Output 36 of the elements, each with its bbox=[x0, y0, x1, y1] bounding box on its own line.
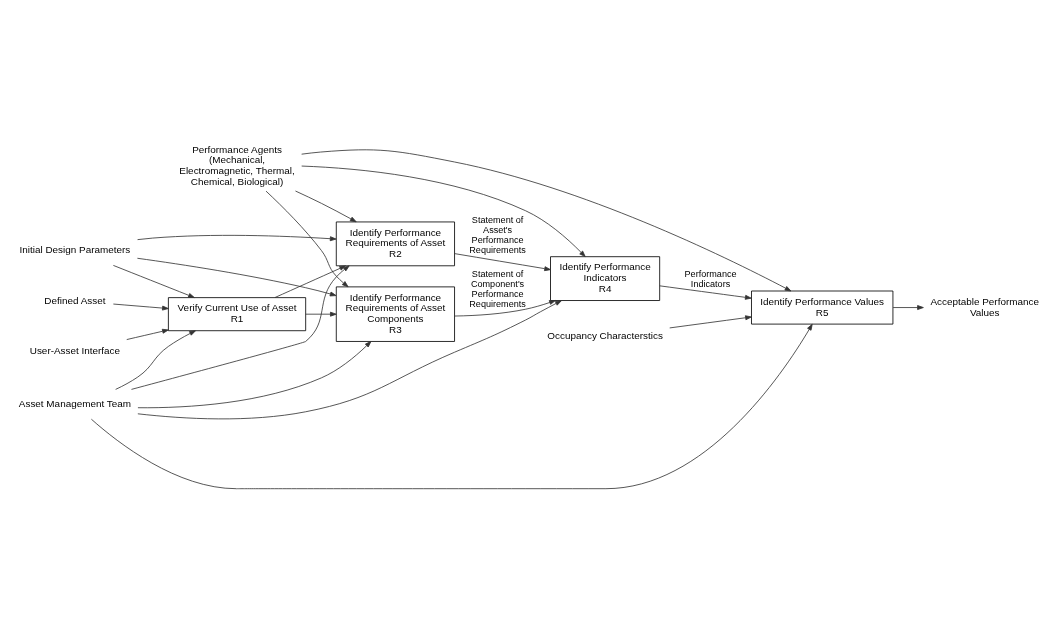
arrow bbox=[131, 265, 350, 390]
arrow bbox=[295, 190, 357, 223]
node-box: Identify Performance Requirements of Asset R2 bbox=[335, 221, 455, 267]
node-text: Performance Agents (Mechanical, Electromagnetic, Thermal, Chemical, Biological) bbox=[179, 143, 295, 187]
arrow bbox=[126, 328, 169, 340]
edge-label: Performance Indicators bbox=[684, 268, 737, 289]
arrow bbox=[454, 300, 556, 317]
arrow bbox=[659, 285, 752, 300]
arrow bbox=[137, 341, 372, 409]
arrow bbox=[274, 265, 346, 298]
edge-label: Statement of Component's Performance Requirements bbox=[469, 268, 526, 309]
arrow bbox=[265, 190, 349, 288]
arrow bbox=[90, 323, 813, 490]
node-text: Initial Design Parameters bbox=[19, 244, 131, 256]
arrow bbox=[137, 300, 562, 420]
node-box: Identify Performance Values R5 bbox=[751, 290, 894, 325]
node-text: Acceptable Performance Values bbox=[930, 295, 1039, 318]
node-box: Identify Performance Requirements of Asset Components R3 bbox=[335, 286, 455, 342]
node-box: Identify Performance Indicators R4 bbox=[550, 256, 661, 301]
arrow bbox=[137, 234, 337, 242]
arrow bbox=[454, 253, 551, 272]
node-text: Defined Asset bbox=[44, 294, 106, 306]
node-text: Occupancy Characterstics bbox=[547, 330, 663, 342]
arrow bbox=[137, 257, 337, 297]
arrow bbox=[301, 165, 586, 258]
arrow bbox=[669, 315, 752, 329]
arrow bbox=[301, 149, 792, 292]
arrow bbox=[115, 330, 196, 390]
node-box: Verify Current Use of Asset R1 bbox=[167, 297, 307, 332]
node-text: User-Asset Interface bbox=[29, 344, 121, 356]
arrow bbox=[892, 305, 924, 310]
arrow bbox=[305, 311, 337, 317]
arrow bbox=[112, 265, 195, 298]
arrow bbox=[112, 303, 169, 311]
node-text: Asset Management Team bbox=[18, 397, 131, 409]
edge-label: Statement of Asset's Performance Requirements bbox=[469, 215, 526, 255]
